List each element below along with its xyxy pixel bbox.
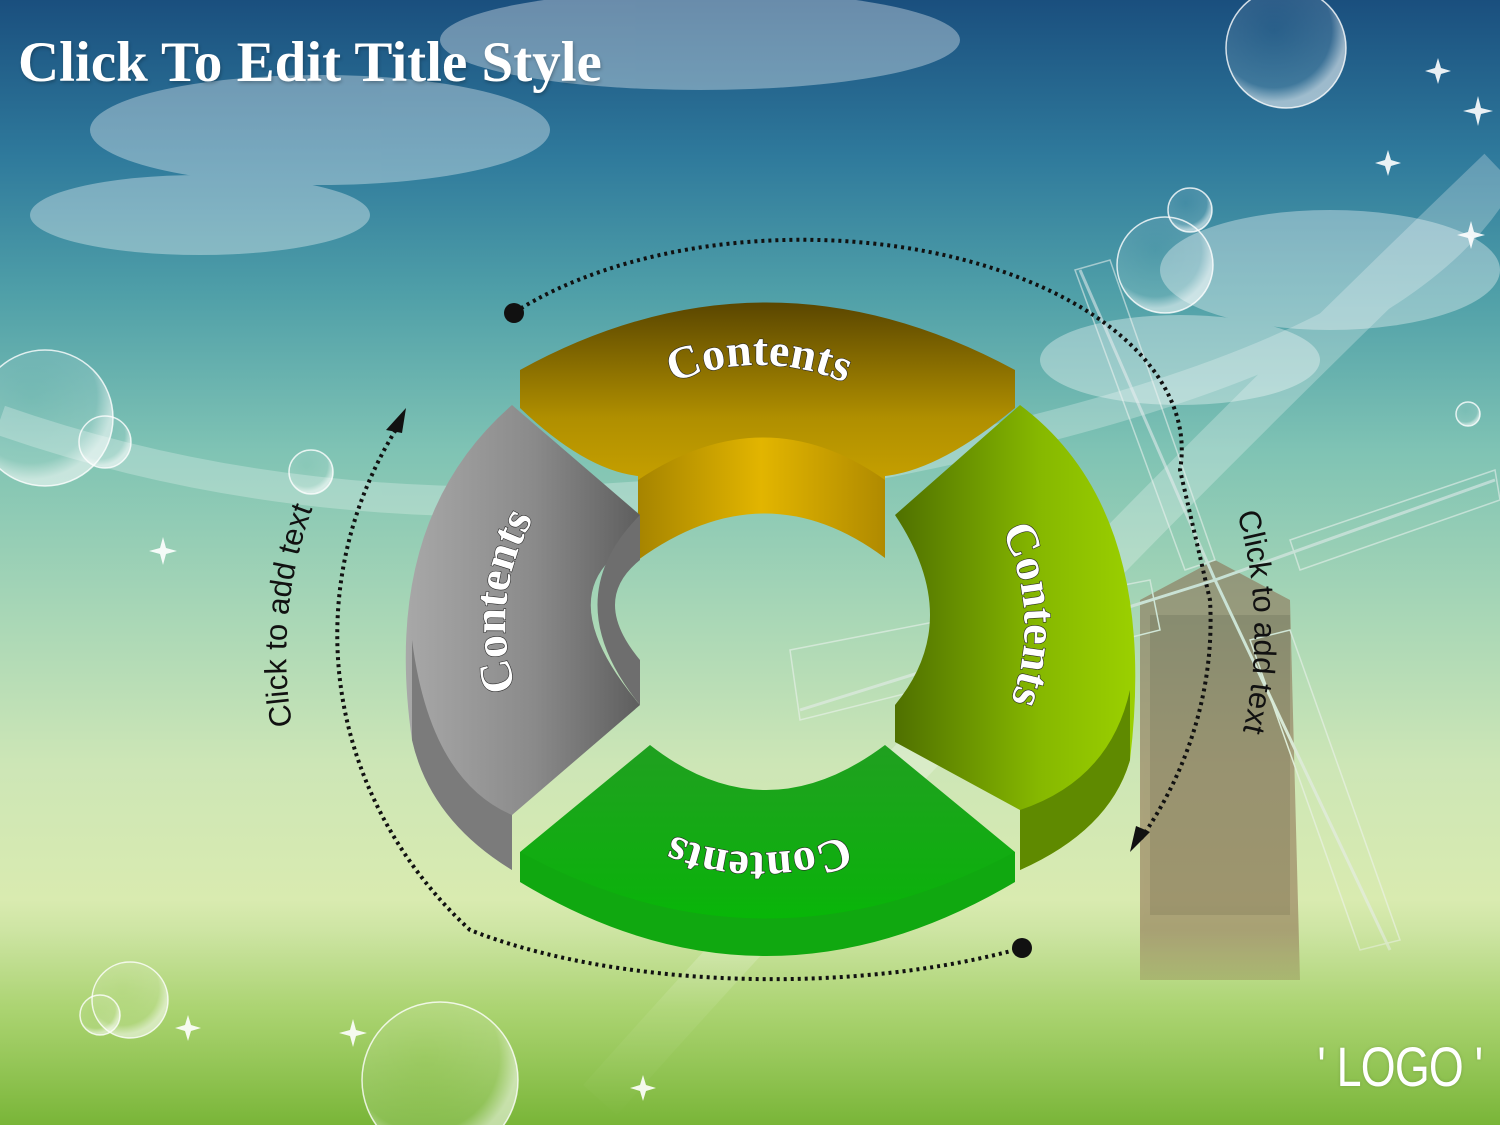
segment-right[interactable]: Contents xyxy=(895,405,1136,870)
segment-bottom[interactable]: Contents xyxy=(520,745,1015,956)
windmill xyxy=(789,259,1500,980)
slide-title[interactable]: Click To Edit Title Style xyxy=(18,31,602,94)
side-label-right[interactable]: Click to add text xyxy=(1230,506,1282,738)
grass xyxy=(0,930,1500,1125)
segment-left[interactable]: Contents xyxy=(405,405,640,870)
clouds xyxy=(30,0,1500,405)
side-label-left[interactable]: Click to add text xyxy=(258,498,319,729)
cycle-orbit xyxy=(335,237,1213,982)
segment-top[interactable]: Contents xyxy=(520,302,1015,561)
logo-placeholder[interactable]: ' LOGO ' xyxy=(1316,1035,1483,1098)
orbit-markers xyxy=(386,303,1150,958)
sparkles xyxy=(149,58,1493,1101)
